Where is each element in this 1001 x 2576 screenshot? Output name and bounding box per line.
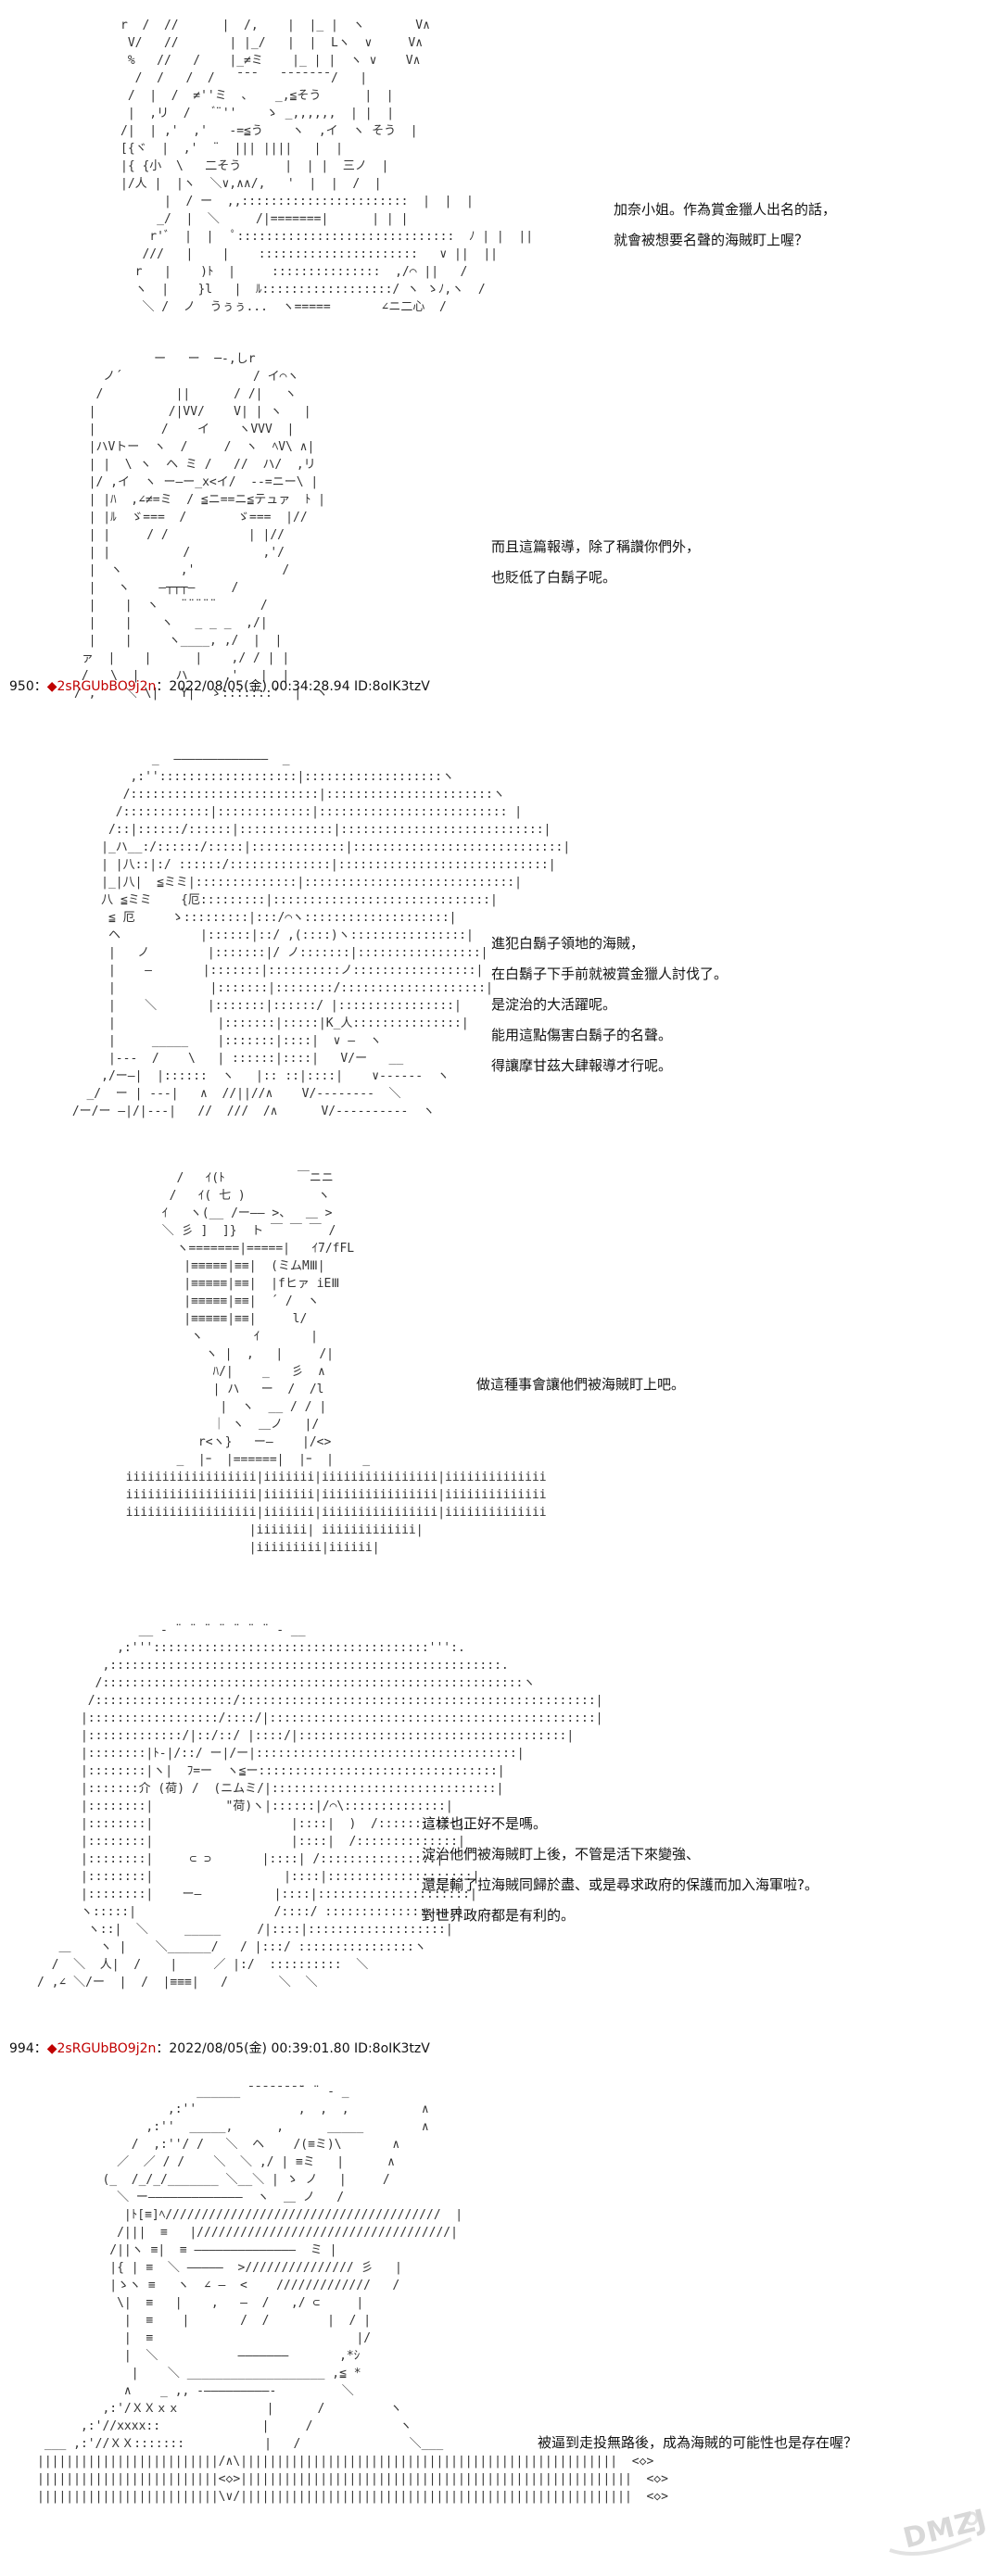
post-meta: ：2022/08/05(金) 00:39:01.80 ID:8oIK3tzV <box>156 2041 430 2056</box>
panel-3: _ ――――――――――――― _ ,:''::::::::::::::::::… <box>0 704 1001 1149</box>
trip-code[interactable]: 2sRGUbBO9j2n <box>57 679 157 694</box>
ascii-art-5: __ ‐ ¨ ¨ ¨ ¨ ¨ ¨ ¨ ‐ __ ,:''':::::::::::… <box>37 1623 603 1989</box>
panel-1: r / // | /, | |_ | ヽ V∧ V/ // | |_/ | | … <box>0 0 1001 314</box>
dialogue-line: 就會被想要名聲的海賊盯上喔？ <box>614 232 809 248</box>
dialogue-line: 得讓摩甘茲大肆報導才行呢。 <box>491 1057 673 1074</box>
dialogue-line: 加奈小姐。作為賞金獵人出名的話， <box>614 201 837 218</box>
post-number: 950： <box>9 679 47 694</box>
watermark-swoosh-icon <box>889 2511 979 2556</box>
dialogue-line: 是淀治的大活躍呢。 <box>491 996 617 1013</box>
dialogue-line: 對世界政府都是有利的。 <box>422 1907 576 1924</box>
dialogue-line: 淀治他們被海賊盯上後，不管是活下來變強、 <box>422 1846 701 1863</box>
ascii-art-4: / ｲ(ﾄ ￣ニニ / ｲ( 七 ) ヽ ｲ ヽ(__ /ー―― >、 ＿ > … <box>125 1171 547 1555</box>
dialogue-4: 做這種事會讓他們被海賊盯上吧。 <box>476 1370 685 1400</box>
dialogue-line: 能用這點傷害白鬍子的名聲。 <box>491 1027 673 1043</box>
dialogue-line: 被逼到走投無路後，成為海賊的可能性也是存在喔？ <box>538 2434 858 2451</box>
ascii-art-3: _ ――――――――――――― _ ,:''::::::::::::::::::… <box>71 752 571 1118</box>
ascii-art-6: ______ ̄ ̄ ̄ ̄ ̄ ̄ ̄ ̄¨ ¨ ‐ _ ,:'' , , ,… <box>37 2085 668 2504</box>
post-header-994: 994：◆2sRGUbBO9j2n：2022/08/05(金) 00:39:01… <box>9 2039 430 2057</box>
watermark-logo: DMZJ <box>882 2503 991 2563</box>
dialogue-line: 做這種事會讓他們被海賊盯上吧。 <box>476 1376 686 1393</box>
dialogue-6: 被逼到走投無路後，成為海賊的可能性也是存在喔？ <box>538 2428 857 2458</box>
dialogue-5: 這樣也正好不是嗎。 淀治他們被海賊盯上後，不管是活下來變強、 還是輸了拉海賊同歸… <box>422 1809 818 1931</box>
trip-marker: ◆ <box>46 679 57 694</box>
ascii-art-1: r / // | /, | |_ | ヽ V∧ V/ // | |_/ | | … <box>120 19 534 314</box>
dialogue-line: 而且這篇報導，除了稱讚你們外， <box>491 538 701 555</box>
dialogue-1: 加奈小姐。作為賞金獵人出名的話， 就會被想要名聲的海賊盯上喔？ <box>614 195 836 256</box>
trip-marker: ◆ <box>46 2041 57 2056</box>
post-header-950: 950：◆2sRGUbBO9j2n：2022/08/05(金) 00:34:28… <box>9 676 430 695</box>
dialogue-line: 在白鬍子下手前就被賞金獵人討伐了。 <box>491 966 729 982</box>
panel-6: ______ ̄ ̄ ̄ ̄ ̄ ̄ ̄ ̄¨ ¨ ‐ _ ,:'' , , ,… <box>0 2066 1001 2576</box>
panel-2: ー ー ─-,しr ノ´ / イ⌒ヽ / || / /| ヽ | /|VV/ V… <box>0 306 1001 701</box>
dialogue-line: 還是輸了拉海賊同歸於盡、或是尋求政府的保護而加入海軍啦?。 <box>422 1876 818 1893</box>
dialogue-line: 進犯白鬍子領地的海賊， <box>491 935 645 952</box>
ascii-art-2: ー ー ─-,しr ノ´ / イ⌒ヽ / || / /| ヽ | /|VV/ V… <box>74 352 328 701</box>
panel-4: / ｲ(ﾄ ￣ニニ / ｲ( 七 ) ヽ ｲ ヽ(__ /ー―― >、 ＿ > … <box>0 1149 1001 1585</box>
post-number: 994： <box>9 2041 47 2056</box>
dialogue-3: 進犯白鬍子領地的海賊， 在白鬍子下手前就被賞金獵人討伐了。 是淀治的大活躍呢。 … <box>491 928 728 1081</box>
dialogue-2: 而且這篇報導，除了稱讚你們外， 也貶低了白鬍子呢。 <box>491 532 700 593</box>
post-meta: ：2022/08/05(金) 00:34:28.94 ID:8oIK3tzV <box>156 679 430 694</box>
dialogue-line: 這樣也正好不是嗎。 <box>422 1815 548 1832</box>
trip-code[interactable]: 2sRGUbBO9j2n <box>57 2041 157 2056</box>
panel-5: __ ‐ ¨ ¨ ¨ ¨ ¨ ¨ ¨ ‐ __ ,:''':::::::::::… <box>0 1585 1001 2029</box>
dialogue-line: 也貶低了白鬍子呢。 <box>491 569 617 586</box>
